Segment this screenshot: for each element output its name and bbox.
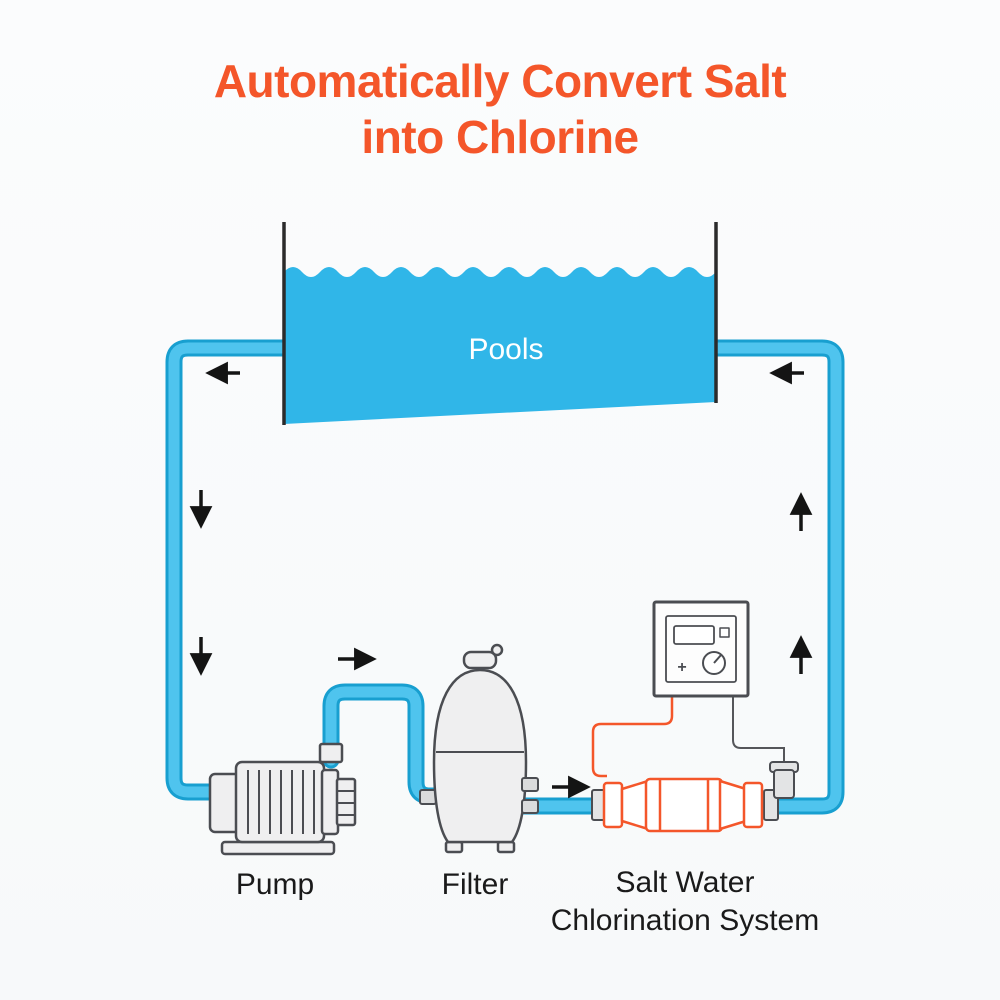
pump-snout-ribs [337,790,355,816]
pump-label: Pump [236,868,314,901]
cell-body [644,777,724,833]
filter-foot-right [496,840,516,854]
filter-cap [462,650,498,670]
pump-icon [208,742,357,856]
filter-icon [419,643,539,854]
pump-front-ring [320,768,340,836]
pool-water [284,267,716,424]
filter-right-port-upper [521,777,539,792]
page-title-line2: into Chlorine [361,111,638,163]
pipe-return-outer [509,339,845,815]
control-box-knob-pointer [713,654,722,664]
filter-tank-body [432,668,528,844]
control-box-indicator [719,627,730,638]
cell-taper-right [718,779,748,831]
pipe-left-outer [165,339,299,801]
cell-nut-right [742,781,764,829]
pipe-loop [165,339,845,815]
control-box-display [673,625,715,645]
control-wire-gray [732,695,785,764]
pipe-return-inner [512,342,842,812]
flow-sensor-fitting [773,769,795,799]
filter-left-port [419,789,437,805]
pump-base [220,840,336,856]
filter-right-port-lower [521,799,539,814]
control-box-panel [665,615,737,683]
pool: Pools [282,222,718,425]
control-wire-orange [591,695,674,778]
pipe-left-inner [168,342,296,798]
system-label-line1: Salt Water [616,866,755,899]
cell-nut-left [602,781,624,829]
cell-taper-left [620,779,650,831]
control-box-icon: + [652,600,750,698]
filter-label: Filter [442,868,509,901]
page-title-line1: Automatically Convert Salt [214,55,787,107]
filter-cap-knob [490,643,504,657]
control-box-plus: + [677,659,686,676]
flow-arrows [189,361,813,799]
filter-foot-left [444,840,464,854]
pool-label: Pools [468,333,543,366]
system-label-line2: Chlorination System [551,904,819,937]
chlorinator-cell-icon [591,761,799,833]
pump-top-fitting [318,742,344,764]
pump-fins [247,770,315,834]
